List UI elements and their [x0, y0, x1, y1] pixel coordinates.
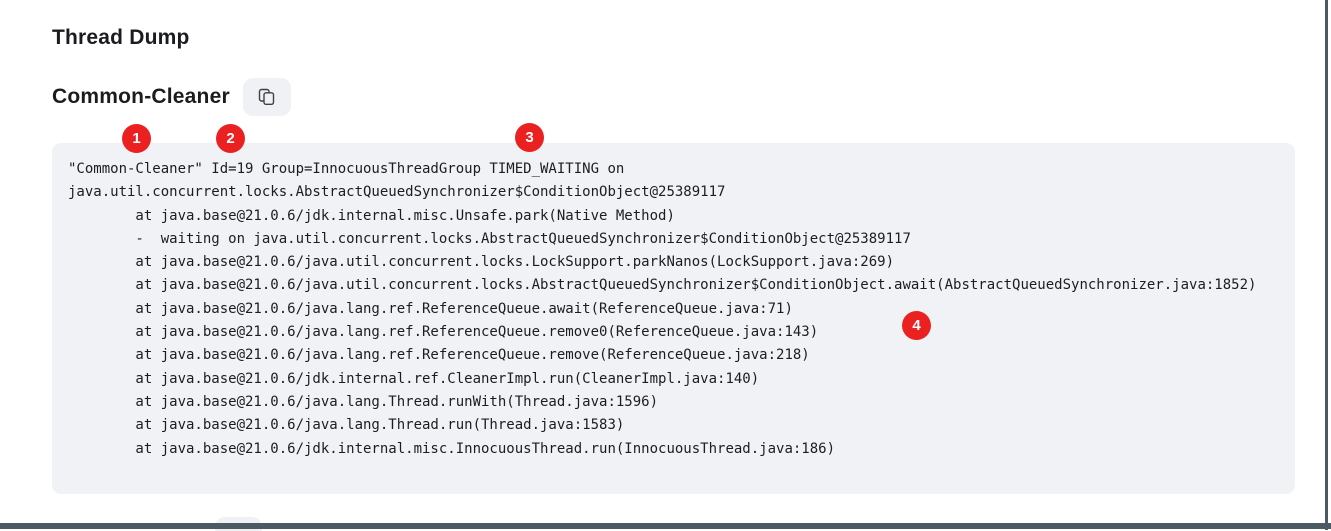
- page-title: Thread Dump: [52, 26, 190, 49]
- window-border-right: [1325, 0, 1328, 530]
- callout-badge-4: 4: [901, 311, 931, 341]
- callout-badge-1: 1: [121, 124, 151, 154]
- thread-dump-code-block: "Common-Cleaner" Id=19 Group=InnocuousTh…: [52, 143, 1295, 494]
- copy-icon: [258, 88, 275, 106]
- section-header: Common-Cleaner: [52, 78, 291, 116]
- window-border-bottom: [0, 523, 1331, 529]
- code-section: "Common-Cleaner" Id=19 Group=InnocuousTh…: [52, 123, 1295, 494]
- callout-badge-2: 2: [215, 124, 245, 154]
- section-heading: Common-Cleaner: [52, 85, 230, 108]
- callout-number: 3: [525, 129, 534, 146]
- callout-number: 4: [912, 317, 921, 334]
- callout-badge-3: 3: [514, 123, 544, 153]
- callout-number: 2: [226, 130, 235, 147]
- callout-number: 1: [132, 130, 141, 147]
- copy-button[interactable]: [242, 78, 291, 116]
